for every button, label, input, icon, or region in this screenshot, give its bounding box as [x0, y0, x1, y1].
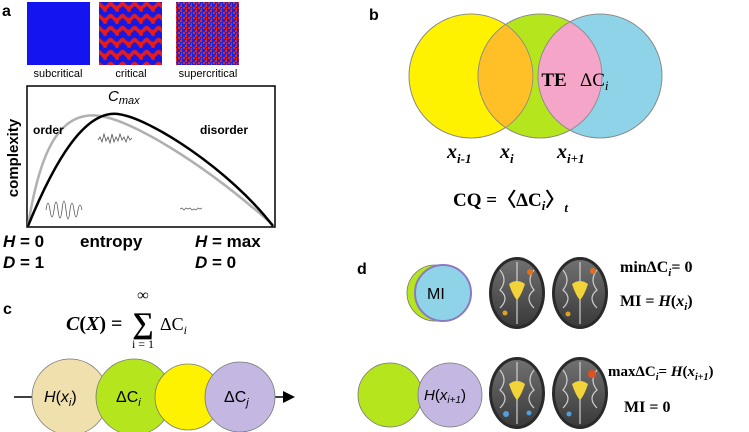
complexity-plot-frame [26, 85, 276, 228]
pink-overlap [538, 14, 602, 138]
subcritical-swatch [27, 2, 90, 65]
critical-swatch [99, 2, 162, 65]
te-label: TE [541, 70, 566, 91]
brain-scan-bottom-right [552, 357, 608, 429]
sum-lower-limit: i = 1 [132, 337, 154, 351]
delta-c-label: ΔCi [580, 70, 609, 93]
x-next-label: xi+1 [556, 141, 585, 166]
mi-blue-circle [414, 264, 472, 322]
sum-symbol: ∑ [132, 307, 153, 340]
brain-scan-bottom-left [489, 357, 545, 429]
panel-letter-b: b [369, 7, 379, 24]
delta-ci-chain-label: ΔCi [116, 389, 141, 409]
delta-cj-circle [204, 361, 276, 432]
panel-b: b TE ΔCi xi-1 xi xi+1 CQ =〈ΔCi〉t [369, 7, 663, 215]
d-one-label: D = 1 [3, 253, 44, 272]
entropy-axis-label: entropy [80, 232, 143, 251]
panel-d: d MI H(xi+1) [357, 257, 713, 429]
panel-letter-d: d [357, 261, 367, 278]
order-label: order [33, 123, 64, 137]
order-signal-trace [45, 200, 83, 220]
hx-green-circle [357, 362, 423, 428]
h-max-label: H = max [195, 232, 261, 251]
disorder-label: disorder [200, 123, 248, 137]
cmax-label: Cmax [108, 88, 140, 107]
min-delta-c-equation: minΔCi= 0 [620, 259, 692, 279]
h-xi-label: H(xi) [44, 389, 77, 409]
supercritical-label: supercritical [179, 68, 238, 80]
supercritical-swatch [176, 2, 239, 65]
delta-cj-label: ΔCj [224, 389, 249, 409]
brain-scan-top-left [489, 257, 545, 329]
cx-formula-lhs: C(X) = [66, 313, 122, 335]
orange-overlap [478, 14, 533, 138]
black-complexity-curve [26, 112, 274, 227]
sum-upper-limit: ∞ [137, 287, 148, 304]
brain-scan-top-right [552, 257, 608, 329]
subcritical-label: subcritical [34, 68, 83, 80]
mi-zero-equation: MI = 0 [624, 399, 670, 416]
x-cur-label: xi [499, 141, 514, 166]
mi-label: MI [427, 286, 445, 303]
critical-label: critical [115, 68, 146, 80]
max-delta-c-equation: maxΔCi= H(xi+1) [608, 364, 713, 383]
cx-formula-rhs: ΔCi [160, 314, 187, 337]
x-prev-label: xi-1 [446, 141, 471, 166]
d-zero-label: D = 0 [195, 253, 236, 272]
cq-formula: CQ =〈ΔCi〉t [453, 188, 568, 215]
mi-equals-h-equation: MI = H(xi) [620, 293, 693, 313]
critical-signal-trace [97, 132, 133, 145]
hx-purple-circle [417, 362, 483, 428]
panel-c: c C(X) = ∞ ∑ i = 1 ΔCi H(xi) ΔCi ΔCj [3, 287, 295, 432]
panel-letter-c: c [3, 301, 12, 318]
h-zero-label: H = 0 [3, 232, 44, 251]
disorder-signal-trace [179, 207, 203, 211]
h-xi1-label: H(xi+1) [424, 387, 466, 406]
complexity-axis-label: complexity [5, 118, 22, 197]
panel-a: a subcritical critical supercritical com… [2, 2, 276, 272]
panel-letter-a: a [2, 3, 11, 20]
